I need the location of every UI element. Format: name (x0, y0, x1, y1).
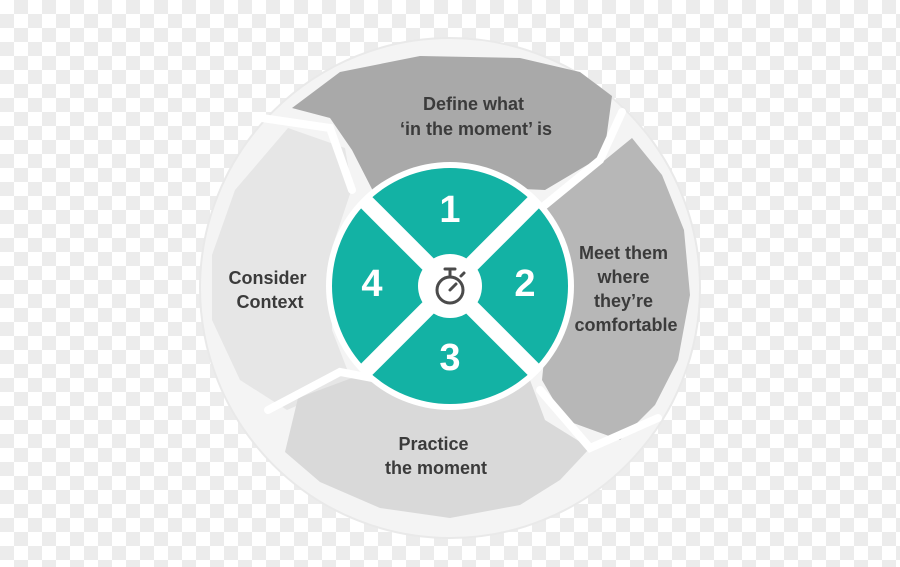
segment-2-block (542, 138, 690, 440)
segment-1-label: Define what ‘in the moment’ is (400, 94, 552, 139)
segment-4-number: 4 (361, 263, 382, 305)
segment-1-number: 1 (439, 189, 460, 231)
segment-2-label: Meet them where they’re comfortable (574, 243, 677, 335)
stopwatch-holder (418, 254, 482, 318)
segment-1-block (292, 56, 612, 195)
segment-3-label: Practice the moment (385, 434, 487, 478)
segment-separators (258, 108, 662, 453)
segment-2-number: 2 (514, 263, 535, 305)
segment-3-number: 3 (439, 337, 460, 379)
segment-3-block (285, 375, 590, 518)
segment-4-block (212, 128, 352, 410)
stopwatch-icon (435, 267, 466, 305)
segment-4-label: Consider Context (228, 268, 311, 312)
